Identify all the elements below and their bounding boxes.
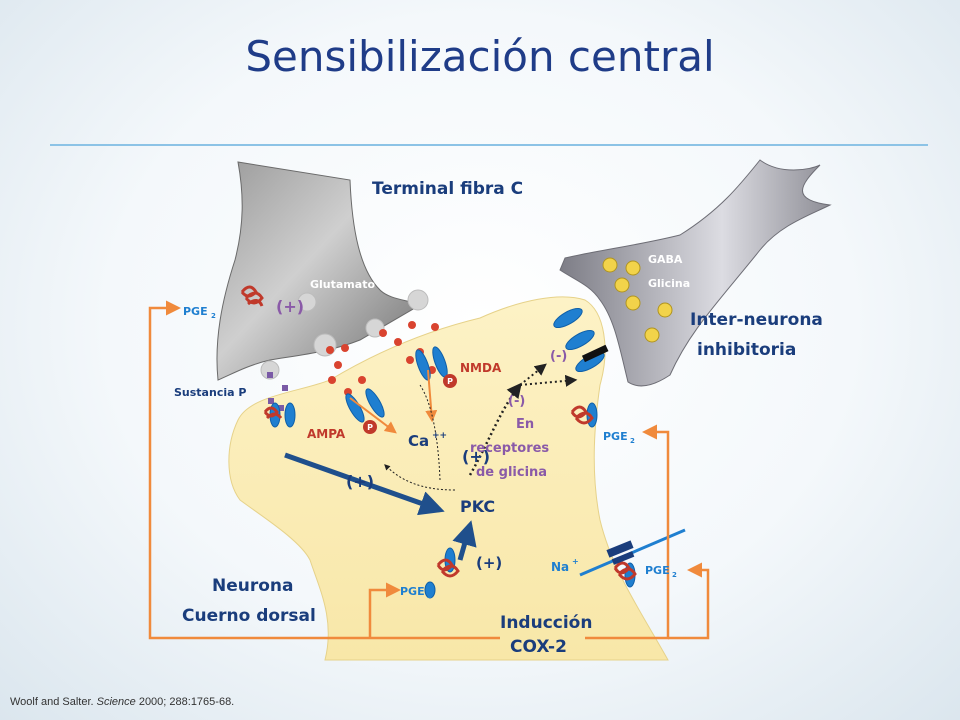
phosphate-ampa [363,420,377,434]
cox2-feedback-lower-right [668,562,710,640]
citation-journal: Science [96,696,136,708]
cox2-feedback-left [148,300,500,640]
label-cox2: COX-2 [510,637,567,657]
pkc-to-ampa-dotted-arrow [384,464,456,491]
label-plus-top: (+) [276,297,304,316]
cox2-feedback-right [585,424,670,640]
calcium-influx-arrow [349,397,397,434]
label-pge2-top-left: PGE [183,305,208,318]
label-terminal: Terminal fibra C [372,179,523,199]
label-pkc: PKC [460,497,495,516]
subscript-2: 2 [427,592,432,600]
subscript-2: 2 [672,571,677,579]
cox2-feedback-bottom [368,582,401,638]
label-de-glicina: de glicina [476,465,547,480]
label-en: En [516,417,534,432]
pge2-to-pkc-arrow [452,520,477,561]
citation: Woolf and Salter. Science 2000; 288:1765… [10,696,234,708]
subscript-2: 2 [211,312,216,320]
phosphate-nmda [443,374,457,388]
label-inhibitoria: inhibitoria [697,340,796,360]
label-plus-bottom: (+) [476,554,502,572]
label-minus-mid: (-) [508,394,525,409]
substance-p-molecules [267,372,288,411]
inhibitory-interneuron [559,159,832,387]
label-ampa: AMPA [307,427,346,441]
label-glutamato: Glutamato [310,278,375,291]
label-plus-left: (+) [346,472,374,491]
prostaglandin-receptors [240,285,637,581]
citation-details: 2000; 288:1765-68. [135,696,235,708]
terminal-vesicle [260,360,280,380]
page-title: Sensibilización central [245,32,715,81]
label-pge2-right-low: PGE [645,564,670,577]
label-na-sup: + [572,557,579,566]
label-neurona: Neurona [212,576,294,596]
label-receptores: receptores [470,441,549,456]
label-pge2-bottom: PGE [400,585,425,598]
glutamate-molecules [326,321,439,396]
label-nmda: NMDA [460,361,502,375]
inhibition-dotted-arrow [519,363,547,386]
label-ca-sup: ++ [432,431,447,441]
label-pge2-right-mid: PGE [603,430,628,443]
citation-authors: Woolf and Salter. [10,696,97,708]
phosphate-label: P [367,423,373,432]
label-gaba: GABA [648,253,683,266]
label-na: Na [551,560,569,574]
label-cuerno-dorsal: Cuerno dorsal [182,606,316,626]
label-sustancia-p: Sustancia P [174,386,246,399]
subscript-2: 2 [630,437,635,445]
terminal-vesicle [407,289,429,311]
label-ca: Ca [408,432,429,450]
label-minus-top: (-) [550,349,567,364]
membrane-receptors [269,307,636,599]
title-divider [50,144,928,146]
glycine-receptor-block [581,344,609,363]
interneuron-vesicles [602,257,673,343]
label-plus-mid: (+) [462,447,490,466]
sodium-channel [606,540,634,558]
inhibition-dotted-arrow [519,374,578,387]
terminal-vesicle [297,292,317,312]
sodium-channel [611,551,635,565]
label-induccion: Inducción [500,613,592,633]
phosphate-label: P [447,377,453,386]
substance-p-to-pkc-arrow [284,452,445,516]
label-glicina: Glicina [648,277,690,290]
pkc-to-nmda-thin-arrow [419,384,441,481]
label-interneurona: Inter-neurona [690,310,823,330]
